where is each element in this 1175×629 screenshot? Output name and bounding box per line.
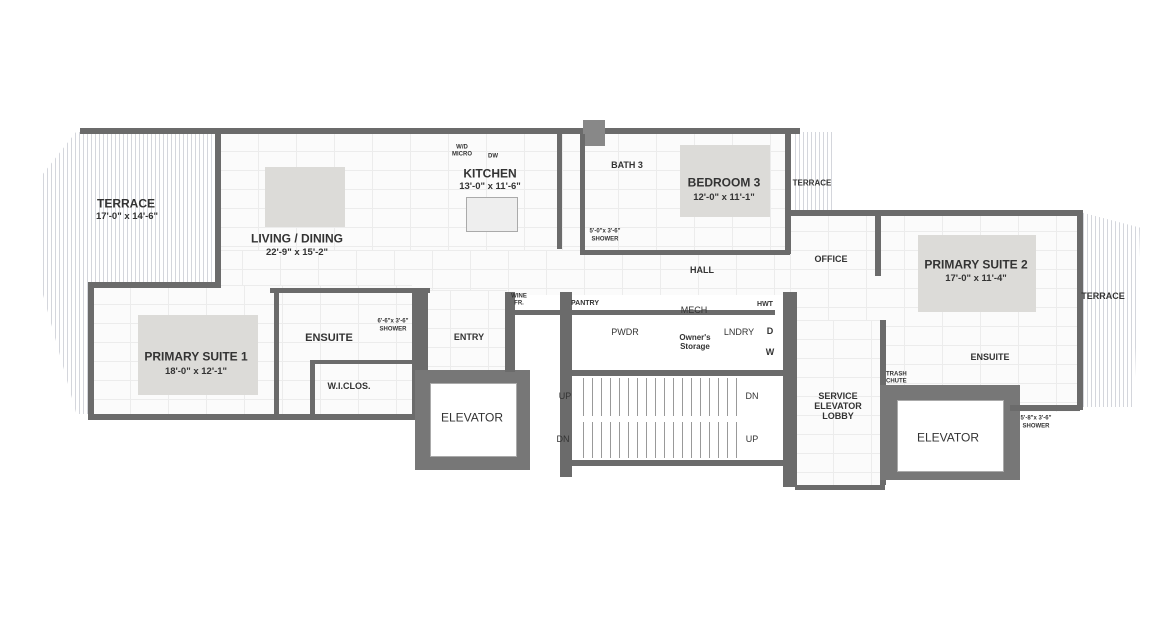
- elevator-right-label: ELEVATOR: [916, 430, 980, 445]
- ensuite-left-shower-label: SHOWER: [379, 326, 407, 333]
- terrace-left-deck-lower: [40, 284, 92, 414]
- wall: [605, 128, 800, 134]
- wiclos-label: W.I.CLOS.: [327, 381, 371, 392]
- laundry-label: LNDRY: [723, 327, 755, 338]
- wall: [790, 210, 1080, 216]
- living-dining-label: LIVING / DINING: [250, 231, 344, 246]
- wall: [270, 288, 430, 293]
- wall: [580, 250, 790, 255]
- stair-upper: [575, 378, 740, 416]
- wall: [785, 134, 791, 254]
- terrace-top-right-label: TERRACE: [792, 178, 832, 188]
- washer-label: W: [765, 347, 775, 358]
- kitchen-dims: 13'-0" x 11'-6": [459, 180, 521, 192]
- stair-up-label: UP: [745, 434, 759, 445]
- bath3-shower-label: SHOWER: [591, 236, 619, 243]
- wall: [560, 292, 572, 477]
- wall: [80, 128, 585, 134]
- office-label: OFFICE: [814, 254, 848, 265]
- wall: [583, 120, 605, 146]
- terrace-top-right-deck: [792, 132, 832, 212]
- service-lobby-label: SERVICE ELEVATOR LOBBY: [814, 391, 862, 421]
- wall: [274, 288, 279, 418]
- wall: [1010, 405, 1080, 411]
- primary-suite1-dims: 18'-0" x 12'-1": [164, 365, 228, 377]
- bedroom3-dims: 12'-0" x 11'-1": [693, 191, 755, 203]
- bedroom3-label: BEDROOM 3: [687, 175, 761, 190]
- wall: [88, 414, 418, 420]
- dishwasher-label: DW: [488, 153, 498, 160]
- ensuite-left-label: ENSUITE: [305, 331, 353, 344]
- ensuite-right-label: ENSUITE: [970, 352, 1010, 363]
- wall: [310, 360, 315, 418]
- trash-chute-label: TRASH CHUTE: [886, 371, 907, 384]
- wall: [88, 282, 221, 288]
- terrace-right-deck: [1080, 212, 1140, 407]
- owners-storage-label: Owner's Storage: [679, 333, 711, 351]
- suite1-rug: [138, 315, 258, 395]
- wall: [783, 292, 797, 487]
- stair-up-label: UP: [558, 391, 572, 402]
- primary-suite2-dims: 17'-0" x 11'-4": [945, 272, 1007, 284]
- wall: [505, 292, 515, 372]
- wd-micro-label: W/D MICRO: [452, 144, 472, 157]
- bath3-label: BATH 3: [611, 160, 643, 171]
- bath3-shower-dims: 5'-0"x 3'-6": [589, 228, 621, 235]
- wall: [875, 216, 881, 276]
- elevator-left-cab: [430, 383, 517, 457]
- kitchen-island: [466, 197, 518, 232]
- terrace-left-dims: 17'-0" x 14'-6": [95, 210, 159, 222]
- wall: [505, 310, 775, 315]
- terrace-left-label: TERRACE: [96, 196, 156, 211]
- stair-dn-label: DN: [745, 391, 759, 402]
- suite2-rug: [918, 235, 1036, 312]
- lobby-floor: [795, 320, 880, 485]
- wine-fridge-label: WINE FR.: [511, 293, 527, 306]
- terrace-left-deck: [40, 132, 220, 284]
- kitchen-label: KITCHEN: [463, 166, 517, 181]
- pantry-label: PANTRY: [571, 300, 599, 308]
- elevator-right-cab: [897, 400, 1004, 472]
- wall: [795, 485, 885, 490]
- entry-label: ENTRY: [453, 332, 485, 343]
- living-rug: [265, 167, 345, 227]
- dryer-label: D: [766, 326, 774, 337]
- wall: [557, 134, 562, 249]
- wall: [580, 134, 585, 254]
- pwdr-label: PWDR: [611, 327, 639, 338]
- hall-label: HALL: [690, 265, 714, 276]
- ensuite-right-shower-dims: 5'-8"x 3'-6": [1020, 415, 1052, 422]
- wall: [560, 370, 795, 376]
- stair-lower: [575, 422, 740, 458]
- primary-suite1-label: PRIMARY SUITE 1: [144, 349, 248, 364]
- stair-dn-label: DN: [556, 434, 570, 445]
- wall: [215, 128, 221, 283]
- primary-suite2-label: PRIMARY SUITE 2: [924, 257, 1028, 272]
- wall: [1077, 210, 1083, 410]
- hwt-label: HWT: [757, 301, 773, 309]
- ensuite-left-shower-dims: 6'-6"x 3'-6": [377, 318, 409, 325]
- mech-label: MECH: [680, 305, 708, 316]
- wall: [560, 460, 795, 466]
- terrace-right-label: TERRACE: [1081, 291, 1125, 302]
- living-dining-dims: 22'-9" x 15'-2": [265, 246, 329, 258]
- ensuite-right-shower-label: SHOWER: [1022, 423, 1050, 430]
- bedroom3-rug: [680, 145, 770, 217]
- wall: [88, 282, 94, 417]
- elevator-left-label: ELEVATOR: [440, 410, 504, 425]
- wall: [315, 360, 415, 364]
